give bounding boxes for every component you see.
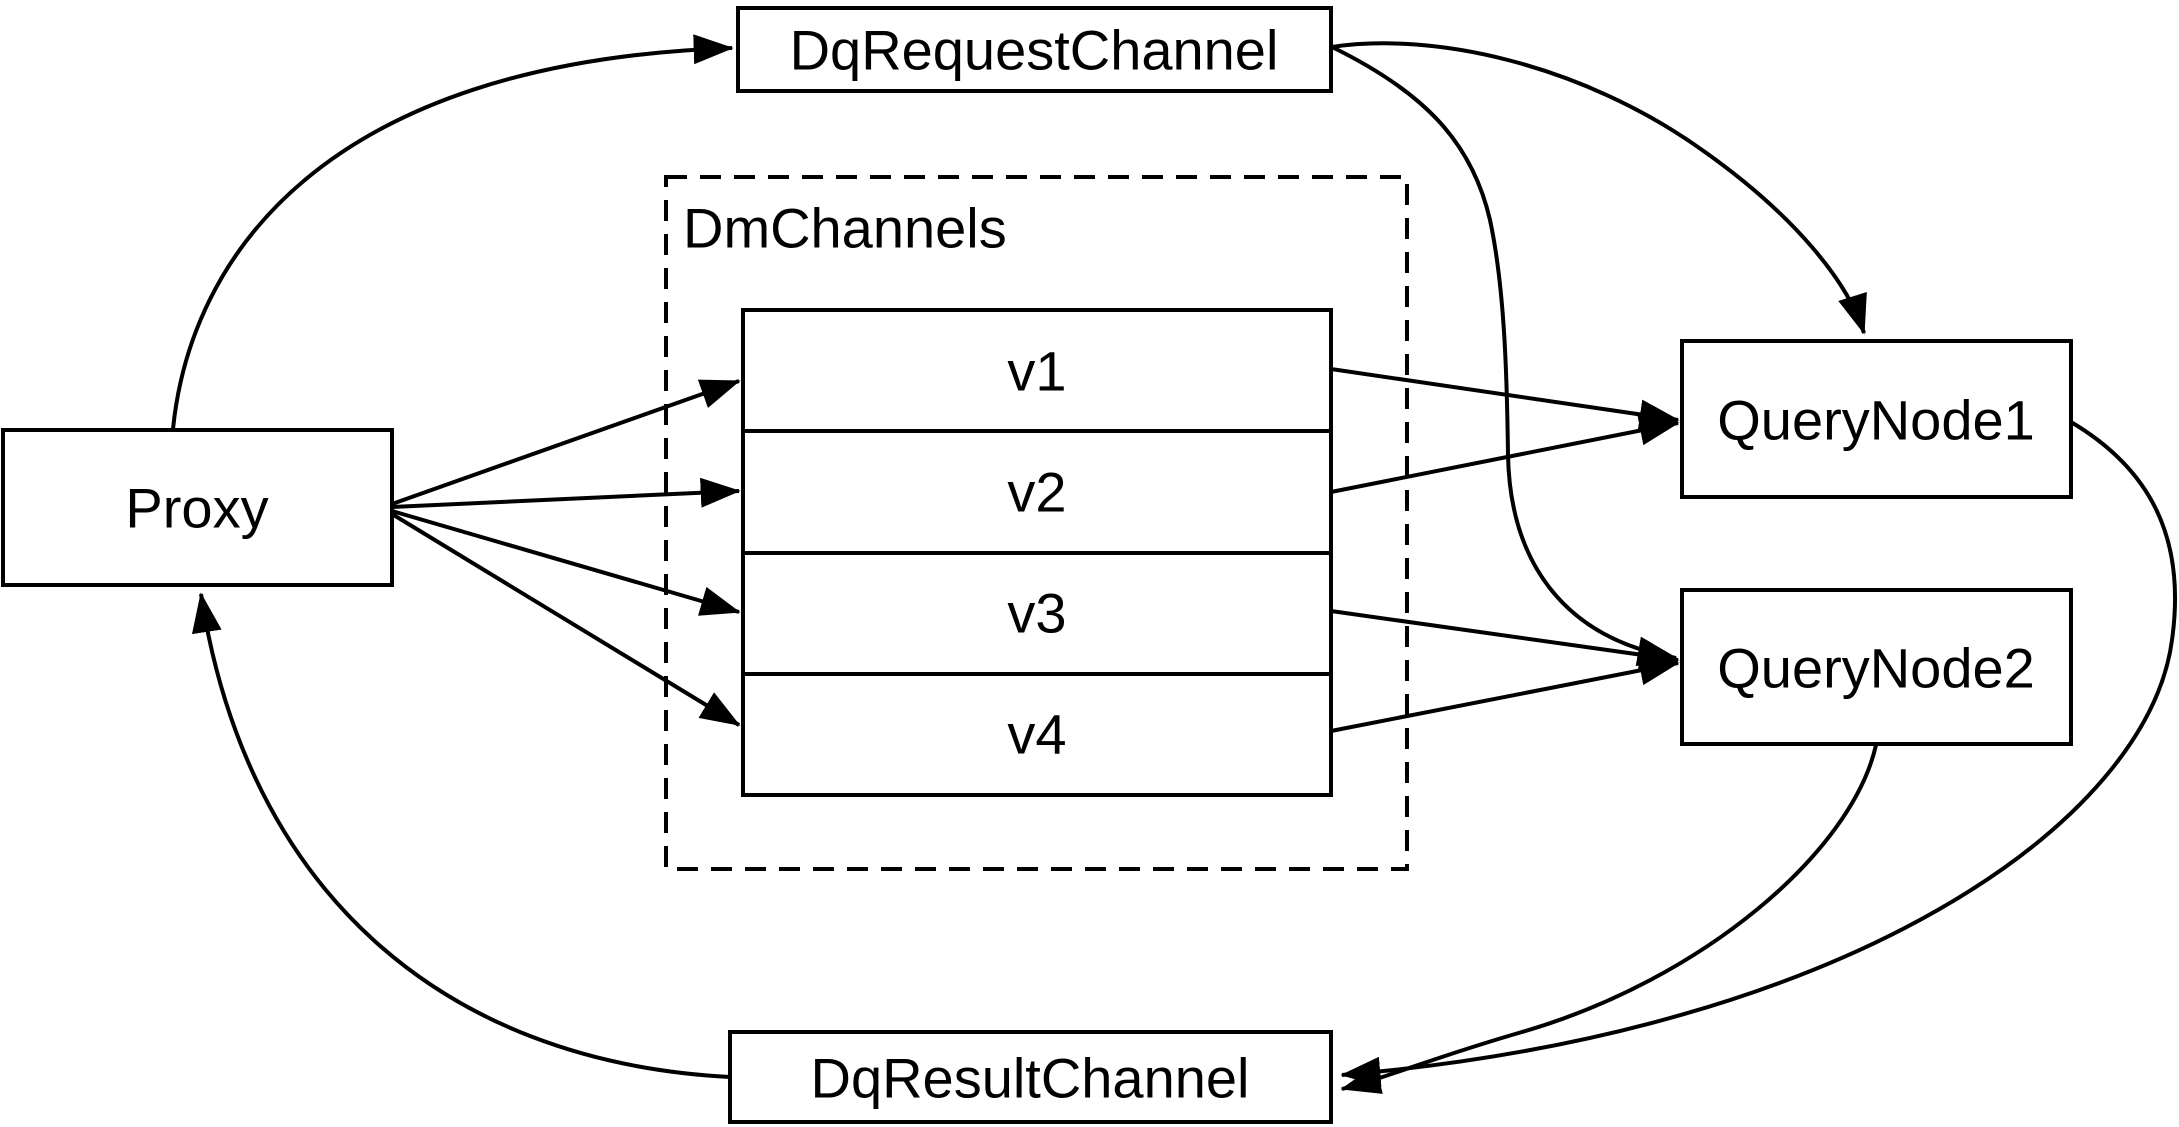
- channel-v4-label: v4: [1007, 703, 1066, 766]
- channel-v1-label: v1: [1007, 340, 1066, 403]
- dqresultchannel-box: [728, 1030, 1333, 1124]
- node-proxy: Proxy: [1, 428, 394, 587]
- edge-querynode1-to-dqresultchannel: [1340, 420, 2177, 1087]
- querynode2-label: QueryNode2: [1717, 637, 2035, 700]
- dqresultchannel-label: DqResultChannel: [811, 1047, 1250, 1110]
- edge-v2-to-querynode1: [1330, 415, 1680, 494]
- channel-v2-label: v2: [1007, 461, 1066, 524]
- proxy-label: Proxy: [125, 477, 268, 540]
- edge-proxy-to-v3: [391, 509, 741, 616]
- edge-proxy-to-v2: [391, 477, 741, 509]
- edge-v1-to-querynode1: [1330, 367, 1680, 430]
- querynode1-label: QueryNode1: [1717, 389, 2035, 452]
- dmchannels-cluster-label: DmChannels: [683, 197, 1007, 260]
- querynode2-box: [1680, 588, 2073, 746]
- edge-v4-to-querynode2: [1330, 655, 1680, 733]
- edge-dqrequestchannel-to-querynode1: [1331, 41, 1867, 335]
- channel-v3-label: v3: [1007, 582, 1066, 645]
- edge-proxy-to-v1: [391, 379, 741, 506]
- edge-proxy-to-v4: [390, 512, 741, 727]
- edge-querynode2-to-dqresultchannel: [1340, 744, 1878, 1094]
- dqrequestchannel-label: DqRequestChannel: [790, 19, 1279, 82]
- node-querynode1: QueryNode1: [1680, 339, 2073, 499]
- dmchannels-cluster-box: [664, 175, 1409, 871]
- edge-v3-to-querynode2: [1330, 609, 1680, 670]
- edge-dqresultchannel-to-proxy: [191, 592, 731, 1079]
- querynode1-box: [1680, 339, 2073, 499]
- edge-dqrequestchannel-to-querynode2: [1331, 45, 1678, 667]
- node-querynode2: QueryNode2: [1680, 588, 2073, 746]
- node-dqrequestchannel: DqRequestChannel: [736, 6, 1333, 93]
- dqrequestchannel-box: [736, 6, 1333, 93]
- node-dqresultchannel: DqResultChannel: [728, 1030, 1333, 1124]
- proxy-box: [1, 428, 394, 587]
- edge-proxy-to-dqrequestchannel: [171, 34, 734, 430]
